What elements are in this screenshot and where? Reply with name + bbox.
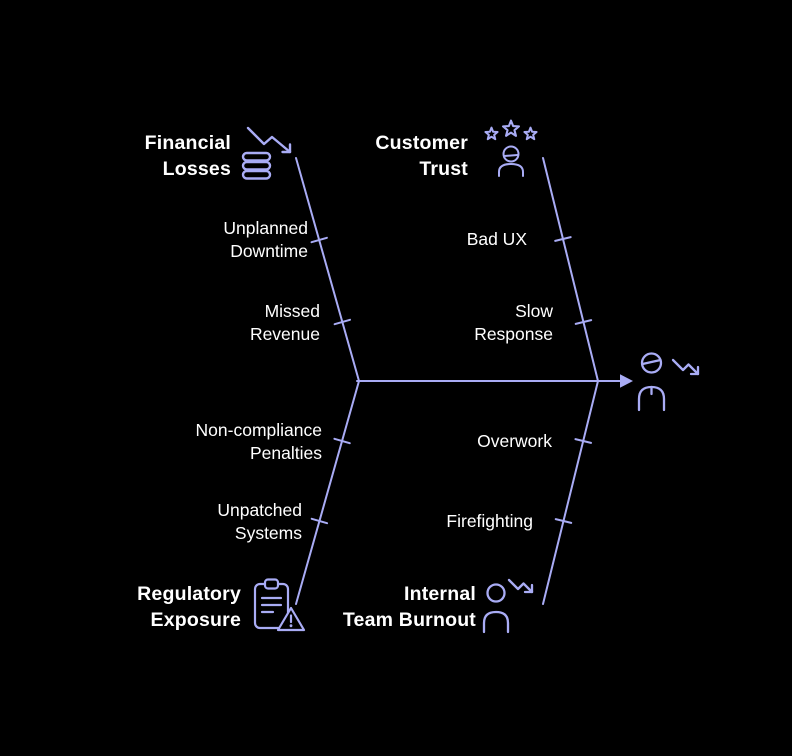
cause-label-non-compliance-penalties: Non-compliance Penalties (195, 420, 322, 463)
branch-line-financial-losses (295, 157, 360, 382)
cause-tick (310, 517, 329, 525)
cause-label-unpatched-systems: Unpatched Systems (217, 500, 302, 543)
branch-label-financial-losses: Financial Losses (144, 132, 231, 180)
cause-tick (574, 319, 593, 325)
coins-decline-icon (241, 126, 292, 180)
cause-label-missed-revenue: Missed Revenue (249, 301, 320, 344)
branch-line-internal-team-burnout (542, 380, 599, 605)
cause-label-unplanned-downtime: Unplanned Downtime (223, 218, 308, 261)
cause-label-overwork: Overwork (477, 431, 552, 451)
clipboard-warning-icon (253, 578, 306, 632)
cause-label-bad-ux: Bad UX (466, 229, 527, 249)
star-rating-user-icon (484, 119, 538, 177)
branch-line-regulatory-exposure (295, 380, 360, 605)
cause-tick (574, 438, 592, 444)
cause-label-slow-response: Slow Response (474, 301, 553, 344)
spine-arrowhead-icon (620, 374, 633, 388)
cause-label-firefighting: Firefighting (446, 511, 533, 531)
user-trend-down-icon (637, 352, 700, 412)
user-decline-icon (482, 578, 534, 634)
cause-tick (333, 318, 351, 326)
branch-label-internal-team-burnout: Internal Team Burnout (342, 583, 476, 631)
branch-line-customer-trust (542, 157, 599, 382)
cause-tick (333, 437, 351, 445)
cause-tick (554, 518, 573, 524)
branch-label-customer-trust: Customer Trust (375, 132, 468, 180)
cause-tick (554, 236, 572, 242)
cause-tick (310, 236, 328, 244)
branch-label-regulatory-exposure: Regulatory Exposure (137, 583, 241, 631)
